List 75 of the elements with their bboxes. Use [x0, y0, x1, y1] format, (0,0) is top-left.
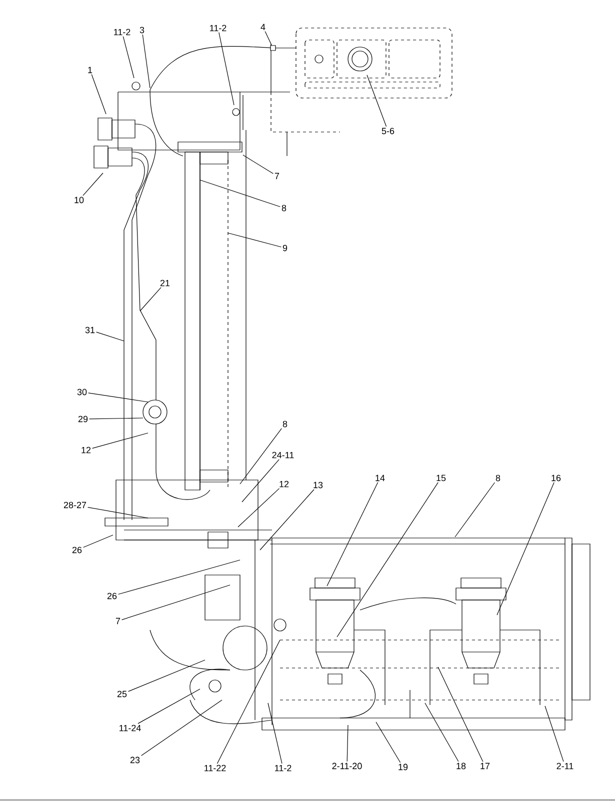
callout-number: 9: [282, 244, 288, 252]
callout-number: 11-2: [114, 28, 130, 36]
callout-number: 1: [88, 66, 92, 74]
leader-line: [454, 482, 496, 538]
leader-line: [242, 154, 274, 174]
callout-number: 11-22: [204, 764, 226, 772]
callout-number: 17: [480, 762, 490, 770]
leader-line: [376, 722, 401, 763]
leader-line: [326, 482, 378, 586]
leader-line: [82, 172, 104, 196]
callout-number: 13: [314, 482, 323, 488]
callout-number: 11-2: [210, 24, 226, 32]
callout-number: 29: [78, 416, 88, 422]
leader-line: [88, 506, 148, 518]
callout-number: 2-11-20: [332, 762, 362, 770]
callout-number: 26: [72, 546, 82, 554]
leader-line: [200, 180, 280, 208]
leader-line: [336, 482, 438, 638]
callout-number: 16: [552, 474, 561, 482]
leader-line: [438, 666, 484, 762]
callout-number: 11-24: [120, 724, 141, 732]
leader-line: [242, 459, 280, 502]
leader-line: [260, 489, 314, 550]
callout-number: 10: [74, 196, 84, 204]
leader-line: [83, 534, 114, 548]
leader-line: [88, 392, 148, 402]
leader-line: [92, 432, 148, 449]
callout-number: 14: [376, 474, 385, 482]
leader-line: [96, 332, 124, 342]
callout-number: 12: [280, 480, 289, 488]
callout-number: 31: [85, 326, 95, 334]
leader-line: [228, 232, 282, 248]
leader-line: [140, 287, 162, 312]
leader-line: [141, 700, 222, 756]
leader-line: [346, 724, 348, 762]
callout-number: 7: [274, 172, 280, 180]
callout-number: 25: [117, 690, 127, 698]
clip: [270, 45, 276, 51]
leader-line: [91, 74, 106, 114]
leader-line: [142, 34, 150, 88]
callout-number: 7: [116, 618, 120, 624]
leader-line: [216, 640, 280, 764]
leader-line: [268, 702, 282, 764]
callout-number: 24-11: [272, 452, 294, 458]
callout-number: 8: [282, 420, 288, 428]
leader-line: [122, 584, 230, 620]
leader-line: [264, 31, 272, 46]
callout-number: 4: [260, 24, 266, 30]
leader-line: [218, 32, 234, 106]
callout-number: 8: [496, 474, 500, 482]
callout-number: 18: [456, 762, 466, 770]
callout-number: 19: [398, 764, 408, 770]
callout-number: 5-6: [382, 128, 394, 134]
leader-line: [122, 36, 134, 78]
callout-number: 23: [130, 756, 140, 764]
callout-number: 8: [282, 204, 286, 212]
callout-number: 26: [107, 592, 117, 600]
callout-number: 28-27: [64, 502, 86, 508]
callout-number: 2-11: [556, 762, 574, 770]
callout-number: 21: [160, 280, 170, 286]
leader-line: [496, 482, 554, 616]
leader-line: [240, 428, 282, 484]
callout-number: 11-2: [275, 764, 292, 772]
leader-line: [118, 560, 240, 595]
leader-line: [544, 706, 564, 762]
callout-number: 3: [140, 26, 144, 34]
callout-number: 12: [82, 446, 91, 454]
leader-line: [128, 660, 206, 692]
leader-line: [89, 418, 144, 420]
callout-number: 30: [77, 388, 87, 396]
leader-line: [238, 488, 280, 528]
leader-line: [138, 688, 200, 724]
leader-line: [424, 702, 459, 762]
callout-number: 15: [436, 474, 446, 482]
leader-line: [366, 74, 387, 127]
